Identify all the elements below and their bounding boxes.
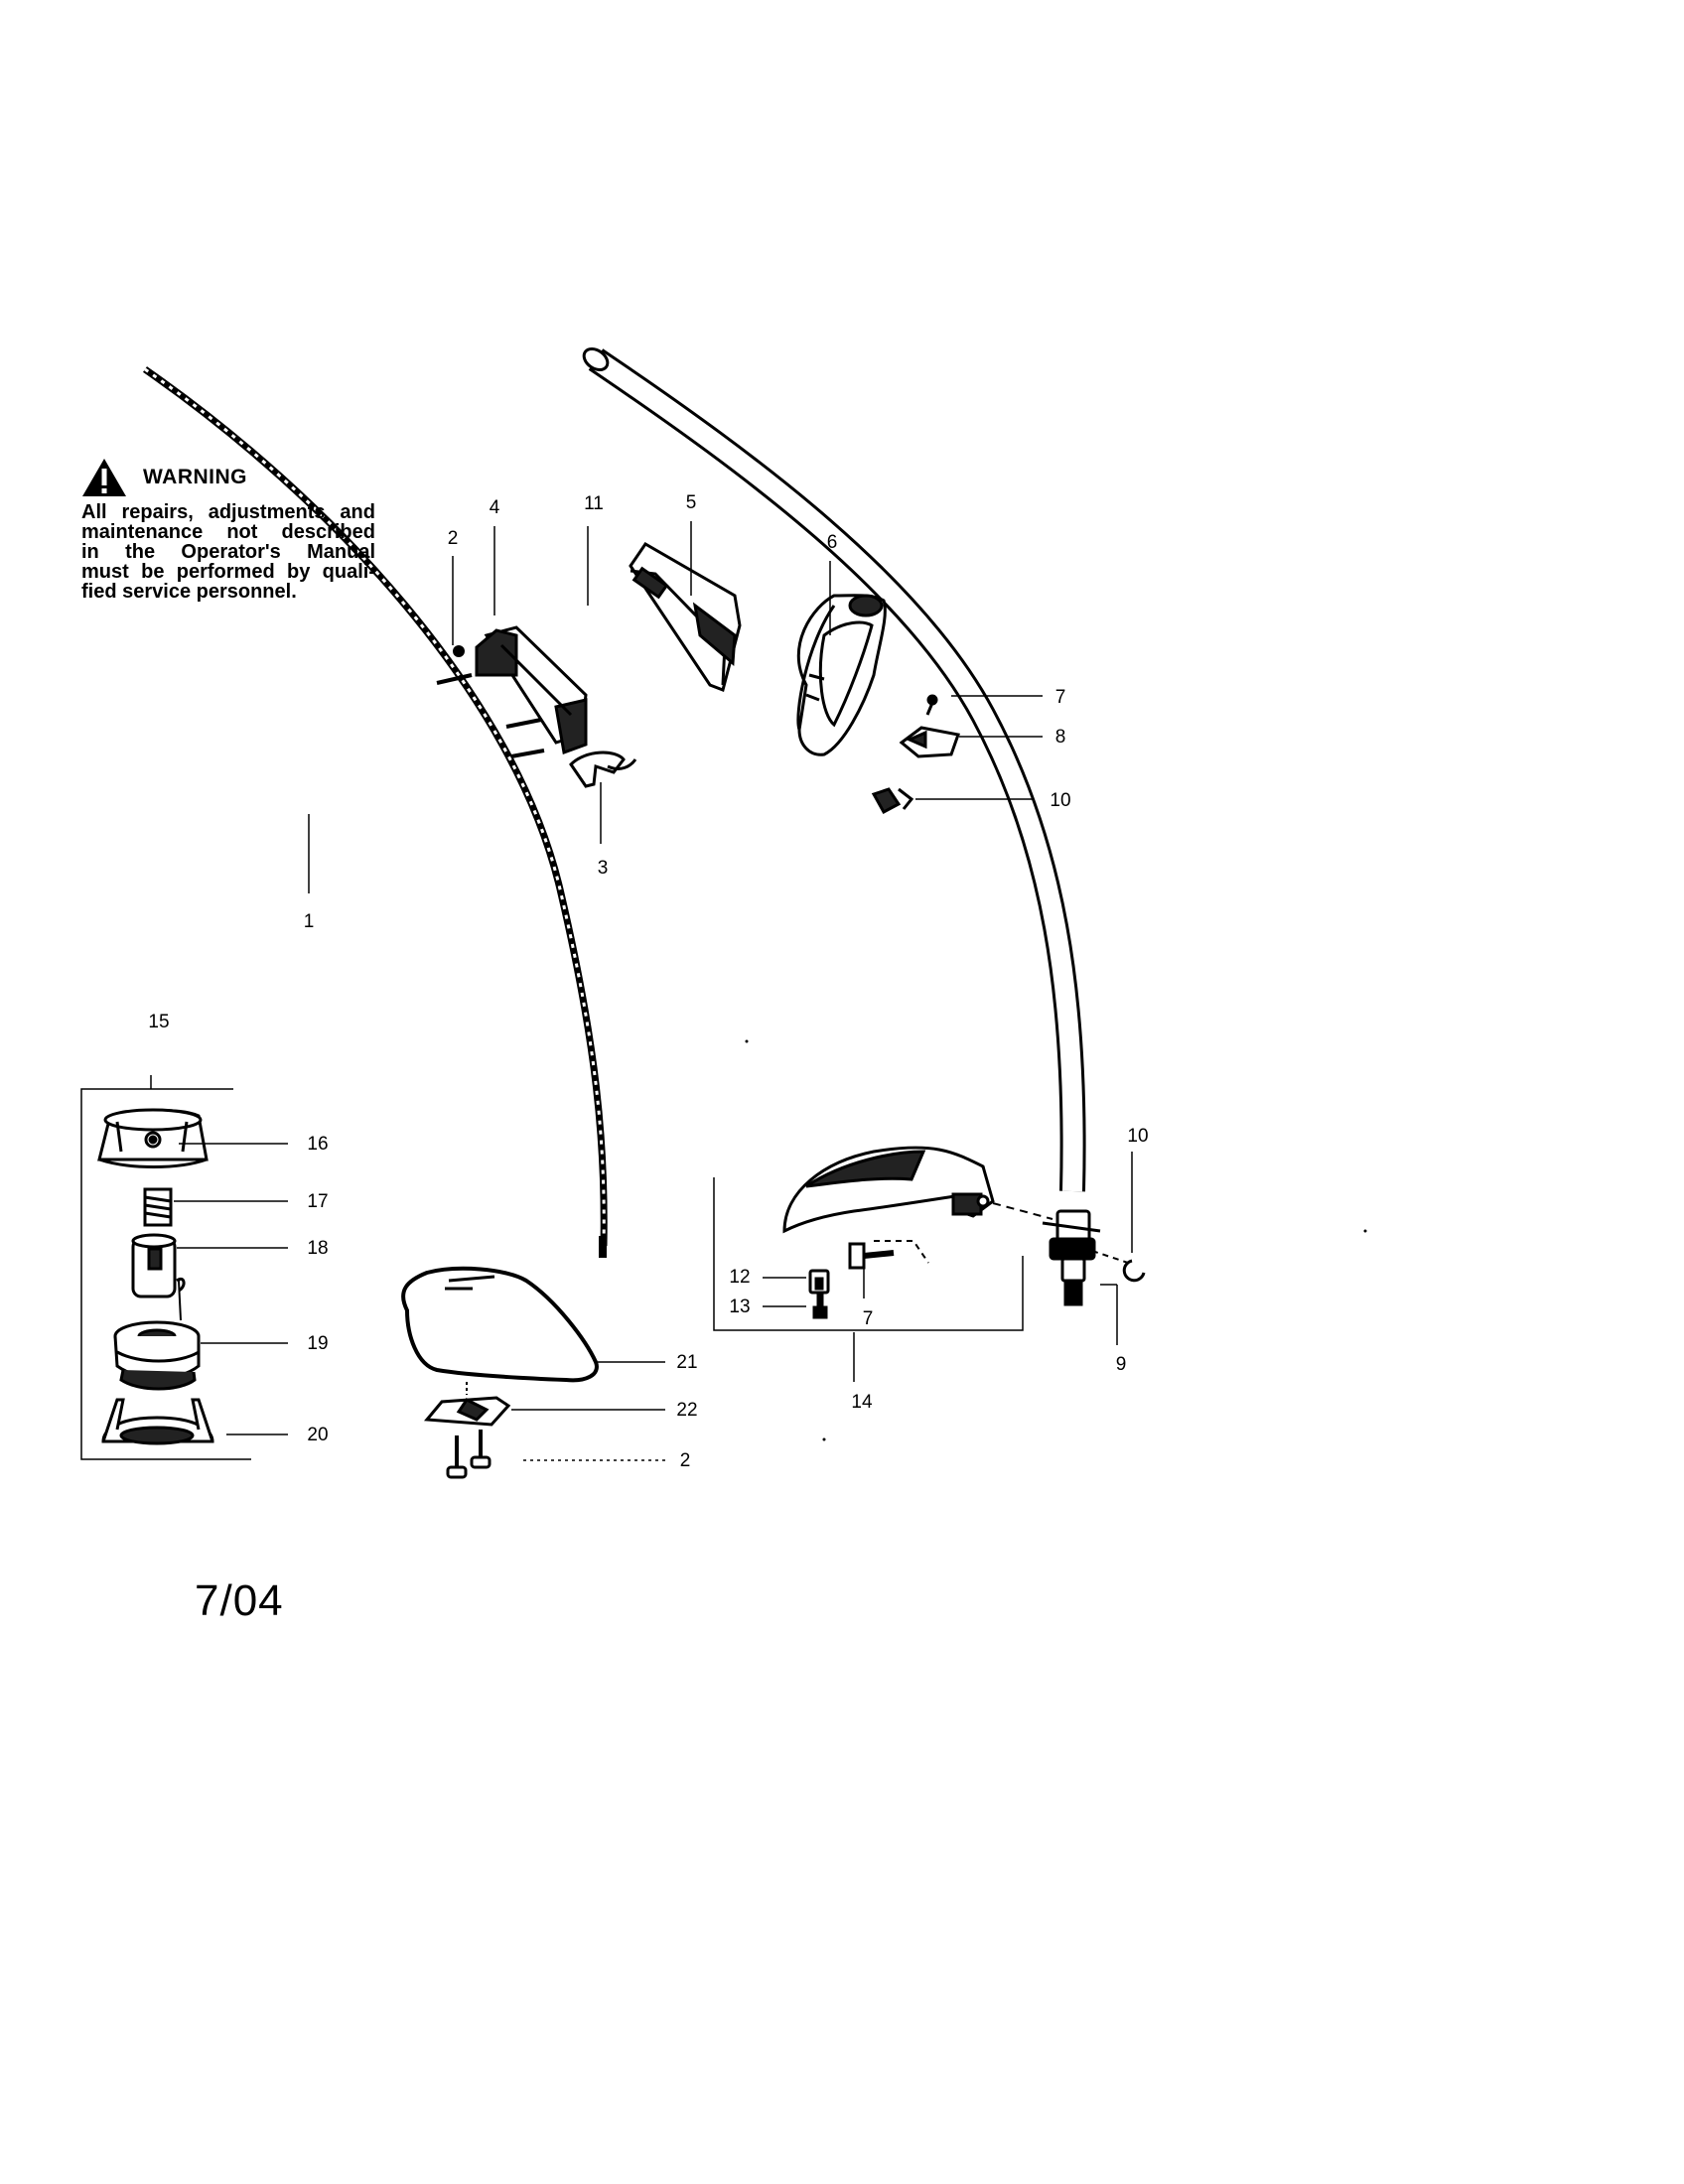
callout-1: 1	[304, 911, 315, 932]
part-1-drive-cable	[143, 366, 608, 1258]
warning-line: fied service personnel.	[81, 581, 297, 603]
part-22-plate	[423, 1382, 511, 1427]
warning-line: must be performed by quali-	[81, 561, 375, 583]
part-10-wing-nut-upper	[871, 787, 914, 815]
part-18-hub	[131, 1233, 186, 1298]
callout-7-upper: 7	[1055, 687, 1066, 708]
callout-5: 5	[686, 492, 697, 513]
scan-specks	[745, 1039, 1367, 1441]
callout-2-upper: 2	[448, 528, 459, 549]
callout-labels: 1 2 3 4 5 6 7 8 10 11 15 16 17 18 19 20 …	[148, 492, 1148, 1471]
warning-notice: WARNING All repairs, adjustments and mai…	[81, 457, 379, 602]
part-12-nut	[808, 1269, 830, 1295]
warning-triangle-icon	[82, 459, 126, 496]
part-5-handle-bar	[629, 542, 742, 693]
callout-15: 15	[148, 1012, 169, 1032]
part-14-guard-assembly-box	[713, 1177, 1024, 1331]
part-17-spring	[143, 1187, 173, 1227]
date-code: 7/04	[195, 1576, 284, 1625]
warning-title: WARNING	[143, 466, 247, 488]
part-2-screws-upper	[436, 645, 545, 758]
warning-line: maintenance not described	[81, 521, 375, 543]
part-2-screws-lower	[446, 1430, 491, 1479]
part-16-knob	[97, 1108, 209, 1168]
part-8-bracket	[899, 726, 960, 758]
callout-22: 22	[676, 1400, 697, 1421]
callout-8: 8	[1055, 727, 1066, 748]
part-19-spool	[113, 1280, 201, 1391]
part-7-screw-lower	[848, 1242, 895, 1270]
callout-6: 6	[827, 532, 838, 553]
part-6-d-handle	[796, 594, 887, 756]
leader-lines	[174, 521, 1133, 1461]
callout-21: 21	[676, 1352, 697, 1373]
callout-19: 19	[307, 1333, 328, 1354]
part-14-guard	[782, 1146, 1053, 1264]
part-3-clip	[569, 751, 637, 788]
warning-text: All repairs, adjustments and maintenance…	[81, 502, 375, 602]
callout-2-lower: 2	[680, 1450, 691, 1471]
part-4-handle-bracket	[475, 625, 588, 755]
callout-11: 11	[584, 493, 604, 514]
callout-3: 3	[598, 858, 609, 879]
part-20-housing	[101, 1398, 214, 1445]
callout-4: 4	[490, 497, 500, 518]
part-10-wing-nut-lower	[1091, 1250, 1146, 1283]
warning-line: in the Operator's Manual	[81, 541, 375, 563]
callout-14: 14	[851, 1392, 873, 1413]
callout-17: 17	[307, 1191, 328, 1212]
part-7-screw-upper	[925, 694, 938, 716]
callout-7-lower: 7	[863, 1308, 874, 1329]
part-11-shaft-tube	[582, 347, 1086, 1192]
callout-18: 18	[307, 1238, 328, 1259]
warning-line: All repairs, adjustments and	[81, 501, 375, 523]
callout-16: 16	[307, 1134, 328, 1155]
callout-12: 12	[729, 1267, 750, 1288]
callout-20: 20	[307, 1425, 328, 1445]
callout-9: 9	[1116, 1354, 1127, 1375]
callout-10-upper: 10	[1050, 790, 1070, 811]
callout-10-lower: 10	[1127, 1126, 1148, 1147]
part-9-spindle	[1042, 1209, 1101, 1306]
part-13-screw	[812, 1292, 828, 1319]
callout-13: 13	[729, 1297, 750, 1317]
part-15-head-assembly-box	[80, 1075, 251, 1460]
part-21-shield	[401, 1266, 599, 1383]
